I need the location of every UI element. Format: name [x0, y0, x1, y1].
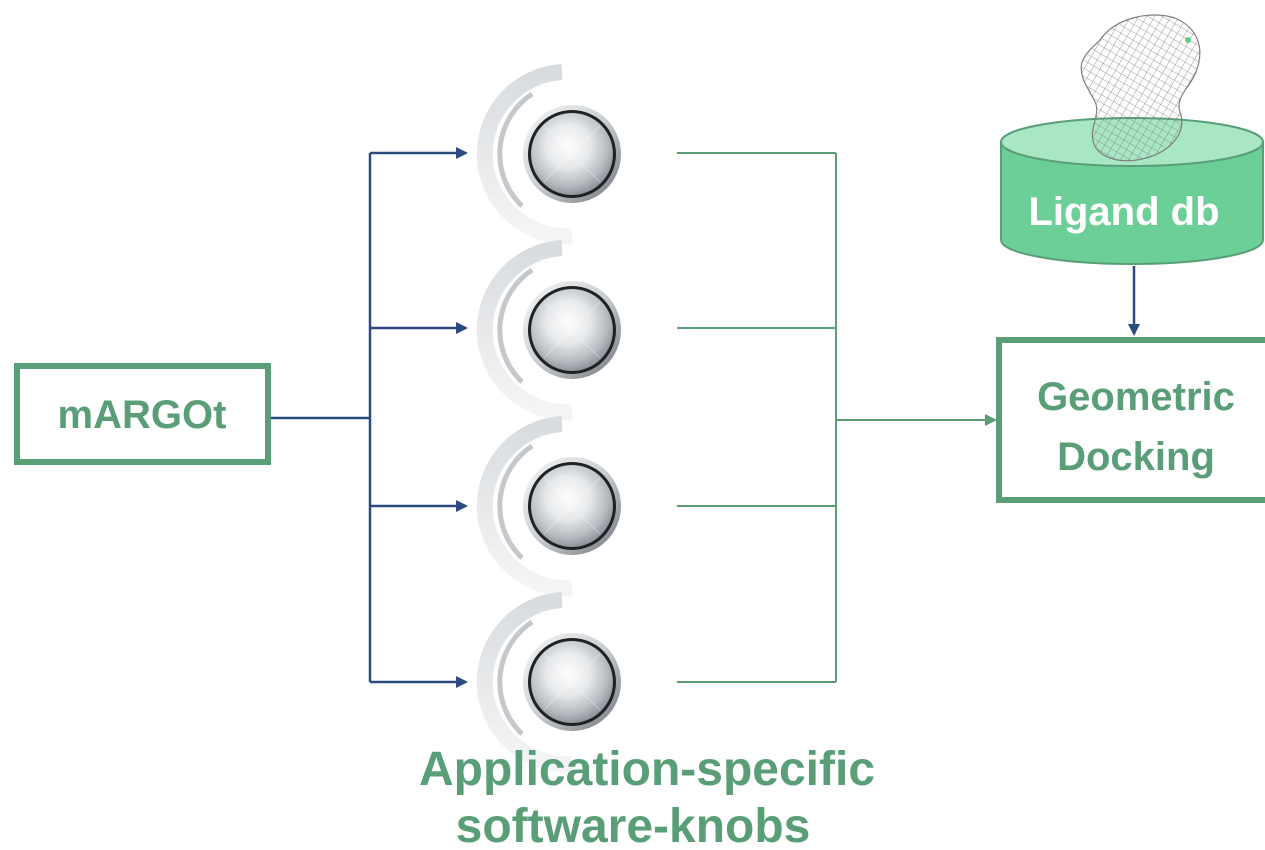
- knob-icon: [476, 240, 621, 421]
- knob-icon: [476, 64, 621, 245]
- knob-3[interactable]: [476, 416, 621, 597]
- knob-2[interactable]: [476, 240, 621, 421]
- control-connectors: [271, 147, 468, 688]
- knob-1[interactable]: [476, 64, 621, 245]
- knob-icon: [476, 416, 621, 597]
- margot-label: mARGOt: [58, 393, 227, 437]
- docking-label-line-2: Docking: [1057, 435, 1215, 479]
- geometric-docking-node: Geometric Docking: [996, 337, 1265, 503]
- caption-line-1: Application-specific: [419, 743, 875, 796]
- molecule-icon: [1080, 14, 1201, 162]
- margot-node: mARGOt: [14, 363, 271, 465]
- knob-icon: [476, 592, 621, 773]
- caption-line-2: software-knobs: [456, 800, 811, 850]
- knob-4[interactable]: [476, 592, 621, 773]
- docking-label-line-1: Geometric: [1037, 375, 1235, 419]
- ligand-db-label: Ligand db: [1028, 190, 1219, 234]
- output-connectors: [677, 152, 997, 683]
